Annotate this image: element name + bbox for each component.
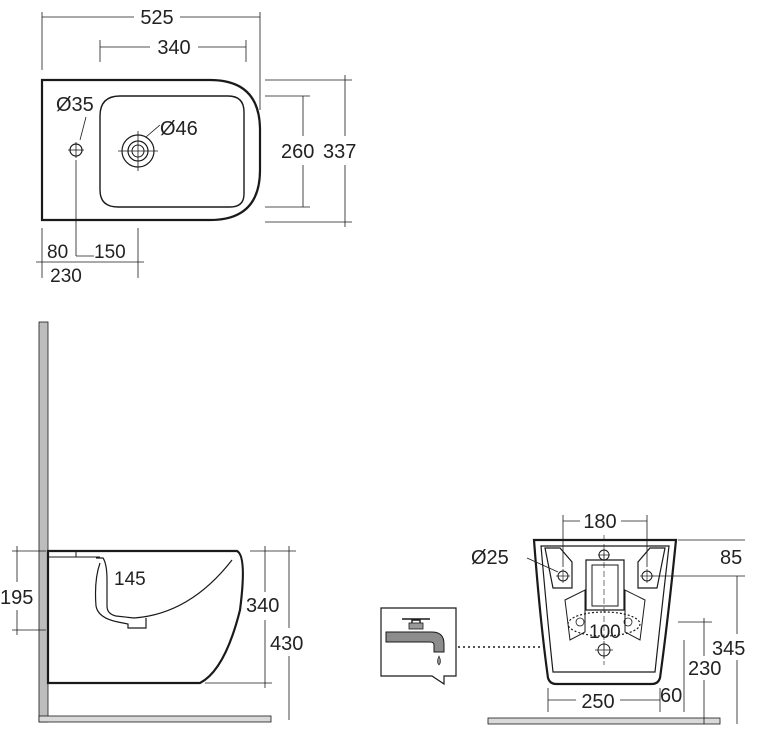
label-340-side: 340 xyxy=(246,595,279,617)
label-230-rear: 230 xyxy=(688,658,721,680)
label-dia-25: Ø25 xyxy=(471,547,509,569)
top-view-outline xyxy=(40,78,262,222)
side-view: 195 145 340 430 xyxy=(0,321,303,723)
top-view-bowl xyxy=(99,95,245,208)
floor-rear xyxy=(487,717,721,725)
dim-bowl-width: 340 xyxy=(99,37,247,62)
tap-hole xyxy=(68,116,87,158)
label-250: 250 xyxy=(581,691,614,713)
dim-depths: 260 337 xyxy=(265,75,356,227)
label-dia-46: Ø46 xyxy=(160,118,198,140)
label-230-top: 230 xyxy=(50,266,82,287)
dim-rim-depth: 195 xyxy=(0,546,46,635)
label-340-top: 340 xyxy=(157,37,190,59)
label-150: 150 xyxy=(94,242,126,263)
wall xyxy=(38,321,49,723)
dim-offsets: 80 150 230 xyxy=(36,160,144,287)
dim-overall-width: 525 xyxy=(41,7,261,110)
label-195: 195 xyxy=(0,587,33,609)
dim-height-345: 345 xyxy=(712,576,745,724)
label-337: 337 xyxy=(323,141,356,163)
dim-heights-side: 340 430 xyxy=(205,546,303,720)
bidet-rear-inner xyxy=(540,545,670,673)
floor-side xyxy=(38,715,272,723)
dim-top-offset: 85 xyxy=(652,539,745,577)
rear-view: 100 180 Ø25 85 345 230 xyxy=(471,511,745,725)
label-100: 100 xyxy=(589,622,621,643)
label-525: 525 xyxy=(140,7,173,29)
dim-height-230: 230 xyxy=(678,618,721,724)
label-85: 85 xyxy=(720,547,742,569)
label-260: 260 xyxy=(281,141,314,163)
dim-base: 250 60 xyxy=(547,640,685,713)
dim-fixing-spacing: 180 xyxy=(562,511,648,567)
label-60: 60 xyxy=(660,685,682,707)
label-dia-35: Ø35 xyxy=(56,94,94,116)
label-145: 145 xyxy=(114,569,146,590)
label-430: 430 xyxy=(270,633,303,655)
waste-outlet xyxy=(118,124,161,171)
top-view: 525 340 Ø35 Ø46 260 337 xyxy=(36,7,356,287)
label-345: 345 xyxy=(712,638,745,660)
label-180: 180 xyxy=(583,511,616,533)
water-tap-icon xyxy=(380,607,568,686)
bidet-side-bowl xyxy=(96,557,233,619)
label-80: 80 xyxy=(47,242,68,263)
